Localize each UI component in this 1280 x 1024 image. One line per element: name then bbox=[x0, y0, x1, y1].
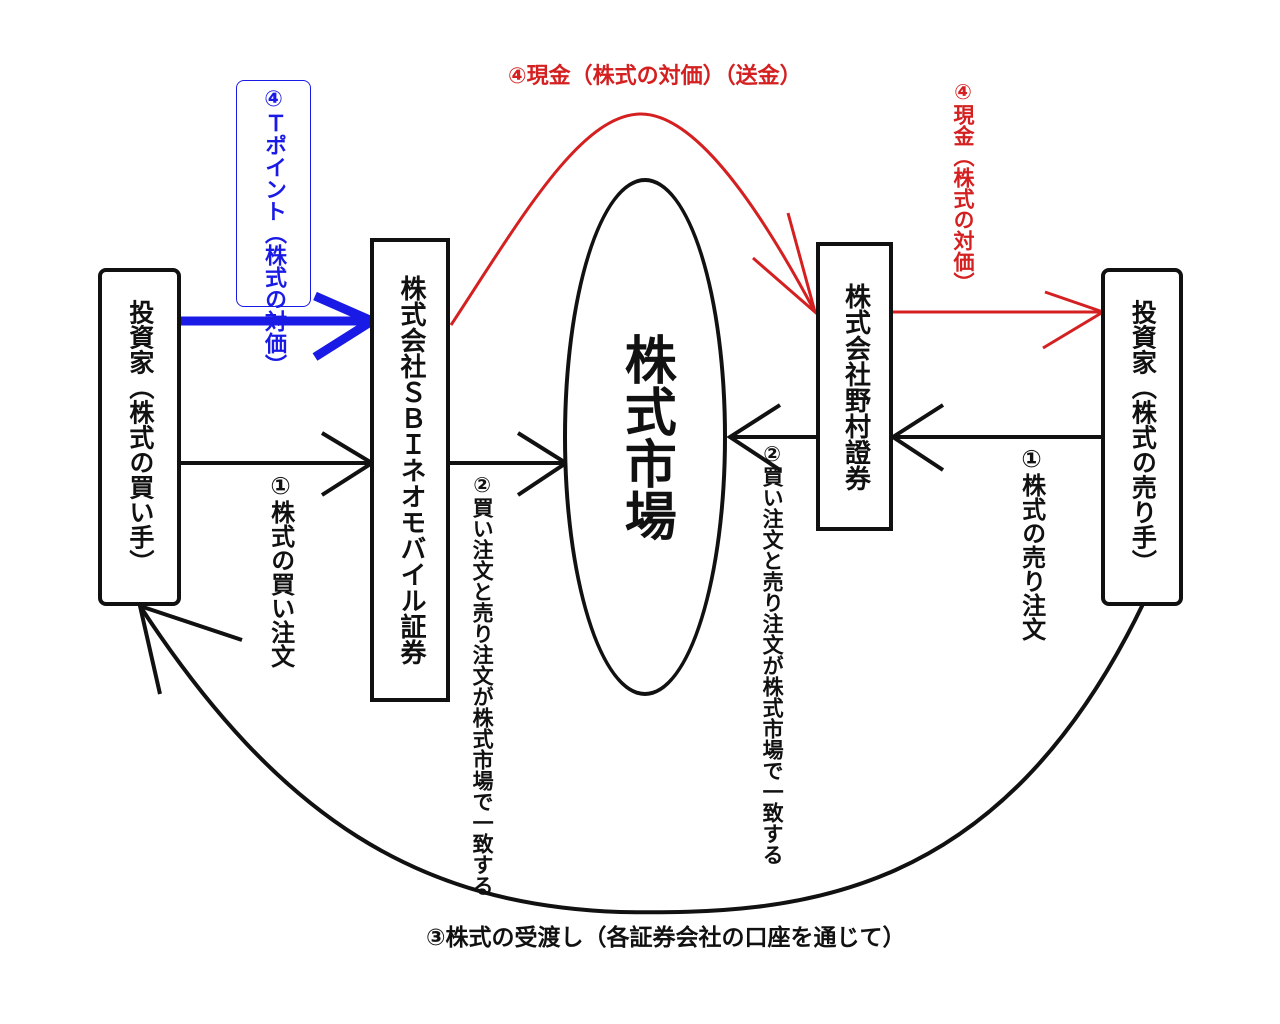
tpoint-label-frame: ④Ｔポイント（株式の対価） bbox=[236, 80, 311, 376]
sbi-box: 株式会社ＳＢＩネオモバイル証券 bbox=[370, 238, 450, 702]
buyer-box: 投資家（株式の買い手） bbox=[98, 268, 181, 606]
sbi-to-market-arrow bbox=[448, 431, 570, 497]
cash-to-seller-arrow bbox=[892, 290, 1107, 350]
stock-market-ellipse: 株式市場 bbox=[563, 178, 727, 696]
buyer-label: 投資家（株式の買い手） bbox=[125, 299, 155, 575]
nomura-label: 株式会社野村證券 bbox=[840, 282, 871, 491]
delivery-arrow bbox=[137, 602, 1145, 915]
cash-transfer-label: ④現金（株式の対価）（送金） bbox=[508, 64, 802, 89]
seller-box: 投資家（株式の売り手） bbox=[1101, 268, 1183, 606]
seller-label: 投資家（株式の売り手） bbox=[1128, 299, 1158, 575]
match-right-label: ②買い注文と売り注文が株式市場で一致する bbox=[760, 442, 785, 865]
buy-order-label: ①株式の買い注文 bbox=[266, 472, 295, 668]
match-left-label: ②買い注文と売り注文が株式市場で一致する bbox=[470, 473, 495, 896]
sbi-label: 株式会社ＳＢＩネオモバイル証券 bbox=[395, 275, 426, 665]
nomura-box: 株式会社野村證券 bbox=[816, 242, 893, 531]
cash-seller-label: ④現金（株式の対価） bbox=[951, 80, 976, 293]
market-label: 株式市場 bbox=[615, 333, 676, 541]
sell-order-arrow bbox=[889, 403, 1102, 472]
sell-order-label: ①株式の売り注文 bbox=[1017, 445, 1046, 641]
nomura-to-market-arrow bbox=[726, 403, 818, 472]
delivery-label: ③株式の受渡し（各証券会社の口座を通じて） bbox=[426, 925, 906, 951]
cash-transfer-arrow bbox=[449, 112, 818, 326]
tpoint-label: ④Ｔポイント（株式の対価） bbox=[261, 87, 287, 376]
